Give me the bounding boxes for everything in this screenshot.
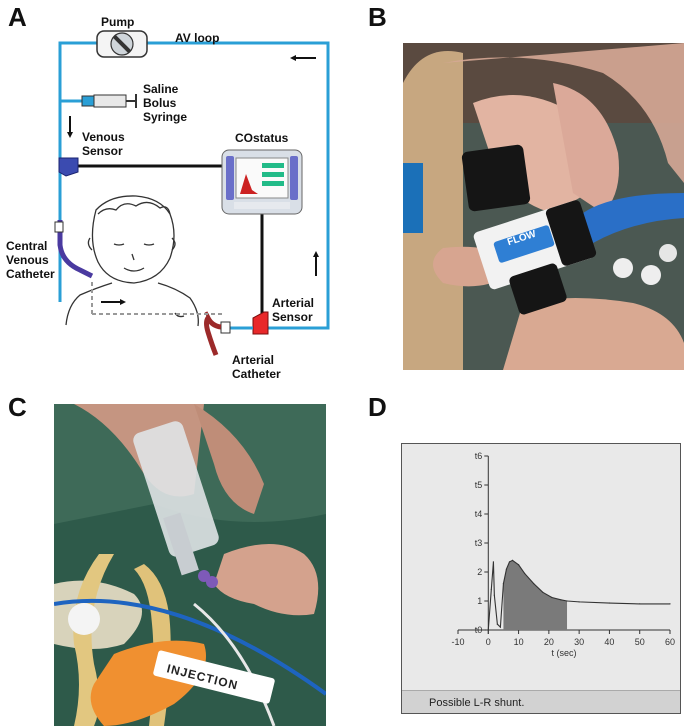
syringe-label-line-3: Syringe	[143, 110, 188, 124]
curve-point	[496, 623, 498, 625]
venous-sensor-label-line-2: Sensor	[82, 144, 123, 158]
dilution-curve-panel: t0 1 2 t3 t4 t5 t6 -10 0 10 20 30 40 50 60 t (sec) Poss…	[401, 443, 681, 714]
curve-point	[533, 583, 535, 585]
curve-point	[566, 600, 568, 602]
chart-annotation: Possible L-R shunt.	[429, 697, 525, 709]
cvc-label: Central Venous Catheter	[6, 239, 55, 281]
curve-point	[484, 629, 486, 631]
x-tick-label: 40	[604, 637, 614, 647]
y-tick-label: t5	[475, 480, 483, 490]
arterial-sensor-icon	[252, 311, 269, 335]
cvc-label-line-1: Central	[6, 239, 48, 253]
arterial-catheter-label-line-2: Catheter	[232, 367, 281, 381]
flow-arrow-icon	[290, 55, 316, 61]
right-arrow-icon	[101, 299, 126, 305]
arterial-sensor-label: Arterial Sensor	[272, 296, 314, 324]
arterial-catheter-label-line-1: Arterial	[232, 353, 275, 367]
x-tick-label: 60	[665, 637, 675, 647]
costatus-monitor	[221, 149, 303, 215]
y-tick-label: t3	[475, 538, 483, 548]
curve-point	[493, 594, 495, 596]
cvc-label-line-2: Venous	[6, 253, 49, 267]
chart-footer-bar	[402, 690, 680, 713]
photo-sensor-in-hands: FLOW	[403, 43, 684, 370]
arterial-sensor-label-line-2: Sensor	[272, 310, 313, 324]
x-axis-label: t (sec)	[551, 648, 576, 658]
arterial-connector	[220, 321, 231, 334]
down-arrow-icon	[67, 116, 73, 138]
curve-point	[578, 601, 580, 603]
syringe-label: Saline Bolus Syringe	[143, 82, 187, 124]
venous-sensor-label-line-1: Venous	[82, 130, 125, 144]
x-tick-label: 0	[486, 637, 491, 647]
panel-label-d: D	[368, 392, 387, 422]
curve-point	[560, 599, 562, 601]
central-venous-catheter-tube	[57, 220, 94, 279]
curve-point	[499, 626, 501, 628]
curve-point	[524, 572, 526, 575]
curve-point	[639, 603, 641, 605]
saline-syringe-icon	[60, 94, 137, 108]
child-illustration	[65, 195, 199, 327]
x-tick-label: -10	[451, 637, 464, 647]
x-tick-label: 50	[635, 637, 645, 647]
panel-label-a: A	[8, 2, 27, 32]
av-loop-diagram	[54, 30, 330, 356]
venous-sensor-icon	[58, 157, 79, 177]
y-tick-label: 1	[477, 596, 482, 606]
curve-point	[508, 561, 511, 563]
syringe-label-line-1: Saline	[143, 82, 179, 96]
curve-point	[608, 602, 611, 604]
curve-point	[511, 559, 514, 561]
pump-device	[96, 30, 148, 58]
y-tick-label: t4	[475, 509, 483, 519]
arterial-catheter-label: Arterial Catheter	[232, 353, 281, 381]
curve-point	[542, 591, 544, 593]
x-tick-label: 10	[514, 637, 524, 647]
dilution-curve-line	[485, 559, 670, 631]
arterial-sensor-label-line-1: Arterial	[272, 296, 315, 310]
curve-point	[487, 629, 489, 631]
panel-label-b: B	[368, 2, 387, 32]
shaded-indicator-area	[503, 560, 568, 630]
venous-sensor-label: Venous Sensor	[82, 130, 125, 158]
costatus-label: COstatus	[235, 131, 289, 145]
panel-label-c: C	[8, 392, 27, 422]
y-tick-label: 2	[477, 567, 482, 577]
curve-point	[517, 564, 520, 566]
av-loop-tubing	[58, 41, 330, 330]
y-tick-label: t0	[475, 625, 483, 635]
curve-point	[505, 568, 508, 570]
curve-point	[551, 596, 553, 599]
arterial-catheter-tube	[204, 313, 222, 356]
curve-point	[492, 561, 495, 563]
curve-point	[502, 583, 505, 585]
y-tick-label: t6	[475, 451, 483, 461]
x-tick-label: 20	[544, 637, 554, 647]
x-tick-label: 30	[574, 637, 584, 647]
cvc-connector	[54, 221, 64, 233]
up-arrow-icon	[313, 251, 319, 276]
photo-injection: INJECTION	[54, 404, 326, 726]
cvc-label-line-3: Catheter	[6, 267, 55, 281]
curve-point	[490, 588, 492, 590]
pump-label: Pump	[101, 15, 135, 29]
curve-point	[669, 603, 671, 605]
av-loop-label: AV loop	[175, 31, 220, 45]
syringe-label-line-2: Bolus	[143, 96, 177, 110]
dilution-curve-chart: t0 1 2 t3 t4 t5 t6 -10 0 10 20 30 40 50 60 t (sec)	[451, 451, 675, 658]
